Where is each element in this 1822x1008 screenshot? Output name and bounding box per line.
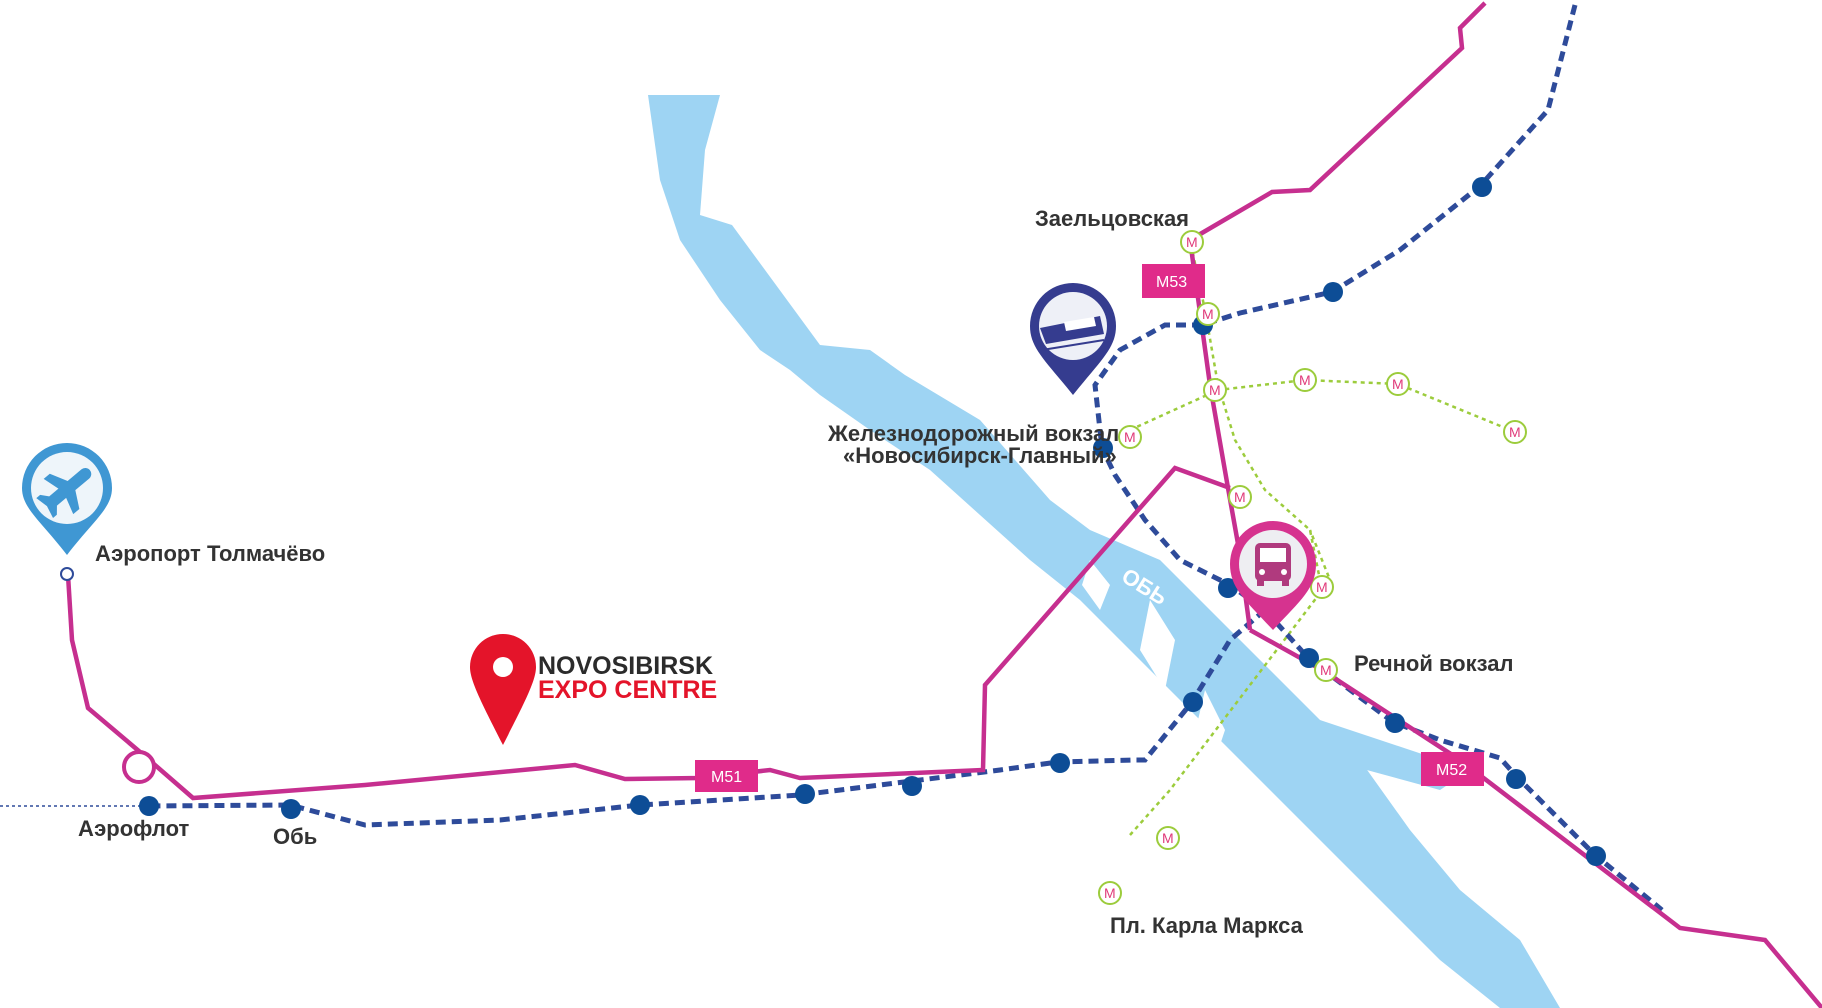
- svg-text:M: M: [1162, 830, 1174, 846]
- svg-text:M: M: [1209, 382, 1221, 398]
- airplane-icon: [36, 467, 92, 519]
- place-labels: Аэропорт Толмачёво Аэрофлот Обь Заельцов…: [78, 206, 1514, 938]
- train-icon: [1040, 316, 1105, 351]
- svg-text:M: M: [1509, 424, 1521, 440]
- highway-badge-m53: M53: [1142, 264, 1205, 298]
- expo-centre-marker[interactable]: NOVOSIBIRSK EXPO CENTRE: [469, 633, 717, 745]
- bus-icon: [1255, 543, 1291, 586]
- location-pin-icon: [469, 633, 536, 745]
- svg-text:M53: M53: [1156, 274, 1187, 291]
- label-karl-marx: Пл. Карла Маркса: [1110, 913, 1304, 938]
- svg-text:M: M: [1104, 885, 1116, 901]
- railway-station-pin[interactable]: [1030, 283, 1116, 395]
- transfer-point: [122, 750, 156, 784]
- label-railway-station-1: Железнодорожный вокзал: [827, 421, 1119, 446]
- label-river-station: Речной вокзал: [1354, 651, 1514, 676]
- svg-text:M: M: [1299, 372, 1311, 388]
- label-airport: Аэропорт Толмачёво: [95, 541, 325, 566]
- metro-stations: M M M M M M M M M M M M: [1098, 230, 1527, 905]
- svg-text:M51: M51: [711, 769, 742, 786]
- label-aeroflot: Аэрофлот: [78, 816, 189, 841]
- svg-text:M: M: [1234, 489, 1246, 505]
- label-railway-station-2: «Новосибирск-Главный»: [843, 443, 1117, 468]
- svg-text:M: M: [1124, 429, 1136, 445]
- railway-stations: [139, 177, 1606, 866]
- brand-line1: NOVOSIBIRSK: [538, 652, 713, 680]
- svg-text:M: M: [1320, 662, 1332, 678]
- svg-text:M: M: [1392, 376, 1404, 392]
- highway-badge-m52: M52: [1421, 752, 1484, 786]
- svg-text:M52: M52: [1436, 762, 1467, 779]
- highway-badge-m51: M51: [695, 760, 758, 792]
- brand-line2: EXPO CENTRE: [538, 676, 717, 704]
- svg-text:M: M: [1186, 234, 1198, 250]
- label-ob: Обь: [273, 824, 317, 849]
- bus-station-pin[interactable]: [1230, 521, 1316, 630]
- svg-text:M: M: [1202, 306, 1214, 322]
- highways: [65, 1, 1822, 1008]
- label-zaeltsovskaya: Заельцовская: [1035, 206, 1189, 231]
- airport-pin[interactable]: [22, 443, 112, 581]
- svg-text:M: M: [1316, 579, 1328, 595]
